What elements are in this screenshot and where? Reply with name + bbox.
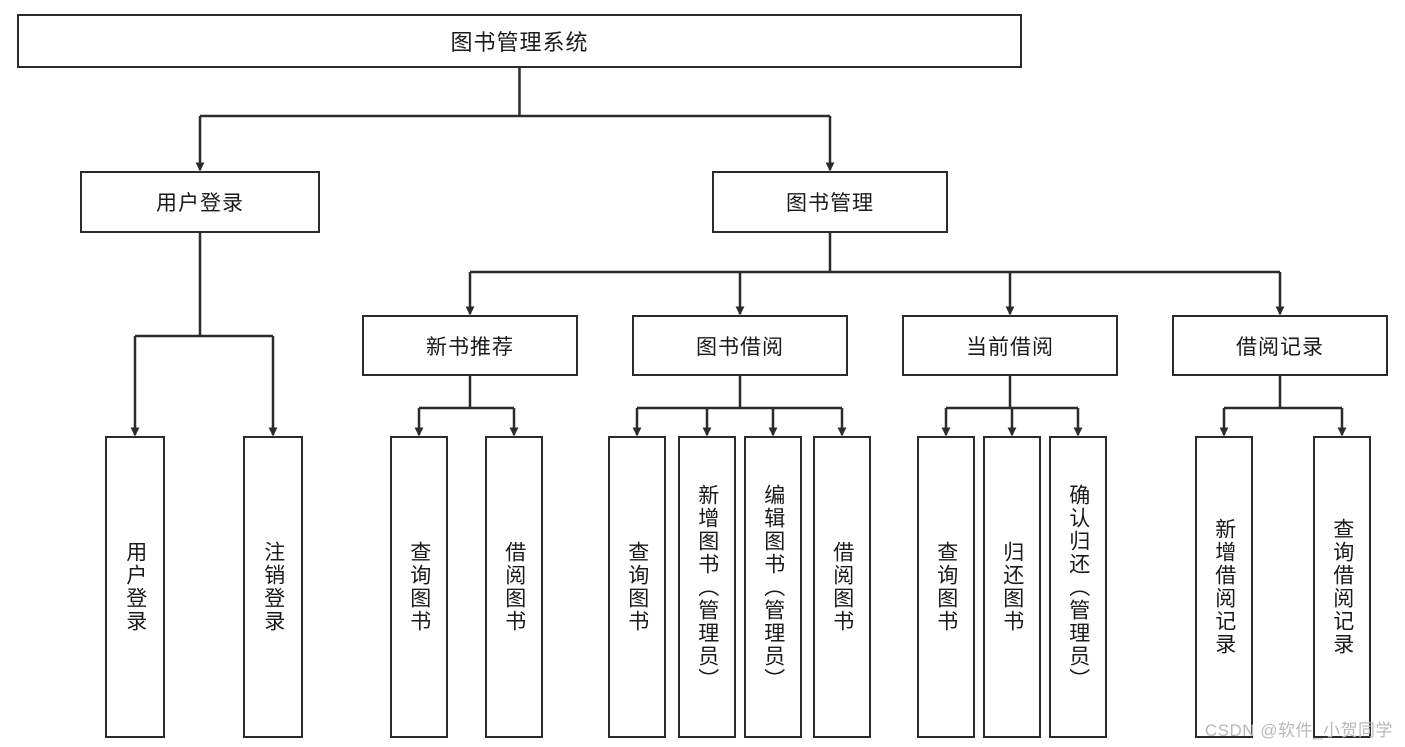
node-label: 新增图书（管理员） (695, 483, 719, 691)
node-root[interactable]: 图书管理系统 (17, 14, 1022, 68)
node-label: 图书管理 (786, 192, 874, 215)
node-leaf-query-record[interactable]: 查询借阅记录 (1313, 436, 1371, 738)
node-label: 借阅图书 (830, 541, 854, 633)
node-label: 新书推荐 (426, 335, 514, 359)
node-label: 用户登录 (123, 541, 147, 633)
node-label: 当前借阅 (966, 335, 1054, 359)
node-leaf-edit-book[interactable]: 编辑图书（管理员） (744, 436, 802, 738)
node-leaf-add-record[interactable]: 新增借阅记录 (1195, 436, 1253, 738)
node-label: 归还图书 (1000, 541, 1024, 633)
node-leaf-add-book[interactable]: 新增图书（管理员） (678, 436, 736, 738)
node-new-book-rec[interactable]: 新书推荐 (362, 315, 578, 376)
node-label: 查询图书 (407, 541, 431, 633)
node-leaf-user-login[interactable]: 用户登录 (105, 436, 165, 738)
node-leaf-query-book-2[interactable]: 查询图书 (608, 436, 666, 738)
node-leaf-logout[interactable]: 注销登录 (243, 436, 303, 738)
node-user-login[interactable]: 用户登录 (80, 171, 320, 233)
node-leaf-return-book[interactable]: 归还图书 (983, 436, 1041, 738)
node-label: 查询图书 (625, 541, 649, 633)
node-label: 借阅图书 (502, 541, 526, 633)
node-leaf-query-book-3[interactable]: 查询图书 (917, 436, 975, 738)
node-leaf-borrow-book-1[interactable]: 借阅图书 (485, 436, 543, 738)
node-label: 查询图书 (934, 541, 958, 633)
node-leaf-borrow-book-2[interactable]: 借阅图书 (813, 436, 871, 738)
node-label: 确认归还（管理员） (1066, 483, 1090, 691)
node-label: 用户登录 (156, 192, 244, 215)
node-label: 查询借阅记录 (1330, 518, 1354, 656)
node-label: 注销登录 (261, 541, 285, 633)
node-label: 图书管理系统 (450, 30, 589, 55)
node-current-borrow[interactable]: 当前借阅 (902, 315, 1118, 376)
node-label: 借阅记录 (1236, 335, 1324, 359)
node-book-manage[interactable]: 图书管理 (712, 171, 948, 233)
node-leaf-confirm-return[interactable]: 确认归还（管理员） (1049, 436, 1107, 738)
node-book-borrow[interactable]: 图书借阅 (632, 315, 848, 376)
node-borrow-record[interactable]: 借阅记录 (1172, 315, 1388, 376)
node-label: 图书借阅 (696, 335, 784, 359)
node-leaf-query-book-1[interactable]: 查询图书 (390, 436, 448, 738)
node-label: 编辑图书（管理员） (761, 483, 785, 691)
node-label: 新增借阅记录 (1212, 518, 1236, 656)
